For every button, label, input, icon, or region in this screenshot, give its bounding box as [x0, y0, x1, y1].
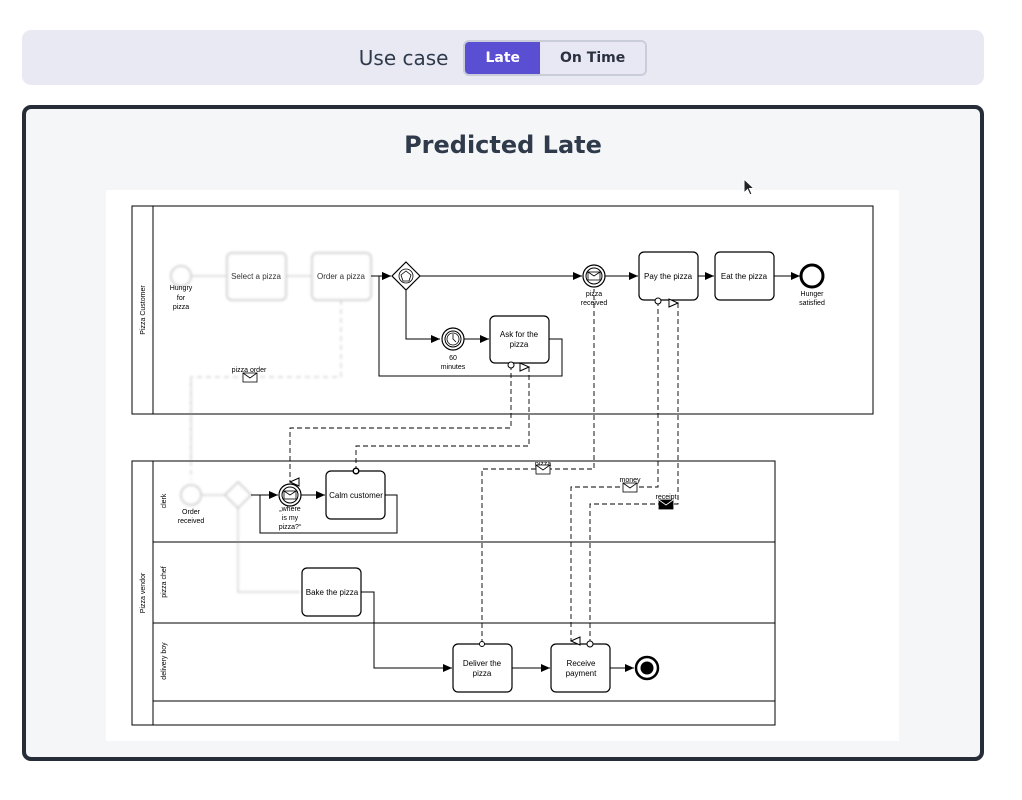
end-event-label-2: satisfied — [799, 300, 825, 307]
lane-clerk-label: clerk — [161, 493, 168, 508]
use-case-toggle: Late On Time — [463, 39, 648, 76]
task-order-pizza-label: Order a pizza — [317, 272, 366, 281]
end-event-terminate[interactable] — [634, 655, 660, 681]
customer-pool: Pizza Customer — [131, 205, 874, 415]
task-pay-pizza-label: Pay the pizza — [644, 272, 693, 281]
lane-delivery-label: delivery boy — [161, 642, 168, 680]
event-pizza-received-label-1: pizza — [586, 291, 602, 298]
envelope-filled-icon — [658, 499, 674, 510]
event-pizza-received[interactable] — [582, 264, 606, 288]
message-flows — [288, 289, 680, 648]
order-received-label-2: received — [178, 518, 205, 525]
end-event-satisfied[interactable] — [799, 263, 825, 289]
lane-chef-label: pizza chef — [161, 566, 168, 598]
late-option-button[interactable]: Late — [465, 41, 541, 74]
vendor-pool-label: Pizza vendor — [140, 572, 147, 613]
bpmn-diagram: Pizza Customer Select a pizza Order a pi… — [106, 190, 899, 741]
use-case-bar: Use case Late On Time — [22, 30, 984, 85]
use-case-label: Use case — [358, 45, 449, 70]
task-ask-pizza-label-1: Ask for the — [500, 330, 539, 339]
start-event-label-1: Hungry — [170, 285, 193, 292]
task-receive-label-2: payment — [566, 669, 597, 678]
envelope-icon — [535, 464, 551, 475]
event-where-is-my-pizza[interactable] — [278, 483, 302, 507]
where-label-1: „where — [279, 506, 301, 513]
task-ask-pizza-label-2: pizza — [510, 340, 529, 349]
start-event[interactable] — [170, 265, 192, 287]
prediction-panel: Predicted Late — [22, 105, 984, 761]
task-deliver-label-2: pizza — [473, 669, 492, 678]
task-calm-customer-label: Calm customer — [329, 491, 383, 500]
message-pizza-order-label: pizza order — [232, 367, 267, 374]
task-select-pizza-label: Select a pizza — [231, 272, 281, 281]
message-money-label: money — [619, 477, 641, 484]
message-pizza-label: pizza — [535, 461, 551, 468]
start-event-label-2: for — [177, 295, 186, 302]
order-received-label-1: Order — [182, 509, 201, 516]
end-event-label-1: Hunger — [801, 291, 825, 298]
timer-label-1: 60 — [449, 355, 457, 362]
completed-vendor-steps — [180, 380, 300, 593]
task-deliver-label-1: Deliver the — [463, 659, 502, 668]
message-receipt-label: receipt — [655, 494, 676, 501]
envelope-icon — [622, 482, 638, 493]
task-eat-pizza-label: Eat the pizza — [721, 272, 768, 281]
start-event-label-3: pizza — [173, 304, 189, 311]
where-label-3: pizza?“ — [279, 524, 302, 531]
task-deliver-pizza[interactable] — [452, 643, 513, 693]
customer-pool-label: Pizza Customer — [140, 285, 147, 335]
on-time-option-button[interactable]: On Time — [540, 41, 646, 74]
where-label-2: is my — [282, 515, 299, 522]
timer-label-2: minutes — [441, 364, 466, 371]
panel-title: Predicted Late — [404, 131, 602, 159]
timer-icon[interactable] — [441, 327, 465, 351]
task-bake-pizza-label: Bake the pizza — [306, 588, 359, 597]
task-receive-payment[interactable] — [550, 643, 611, 693]
mouse-cursor-icon — [743, 178, 756, 196]
task-receive-label-1: Receive — [567, 659, 596, 668]
envelope-icon — [242, 372, 258, 383]
